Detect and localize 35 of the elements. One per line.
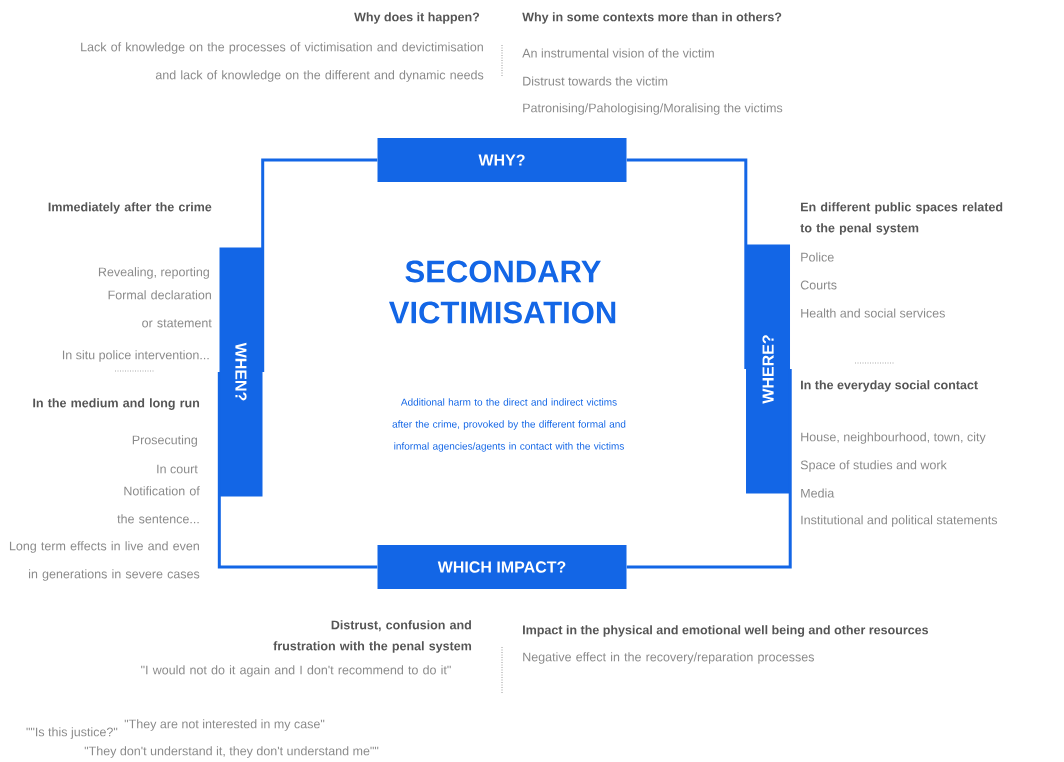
heading: Why does it happen?: [354, 12, 480, 24]
label-bar: WHEN?: [219, 247, 263, 497]
heading: Impact in the physical and emotional well being and other resources: [523, 625, 929, 637]
heading: Why in some contexts more than in others?: [522, 12, 782, 24]
label-bar: WHICH IMPACT?: [377, 545, 627, 589]
label-bar: WHERE?: [746, 244, 790, 494]
heading: Immediately after the crime: [48, 202, 212, 214]
heading: In the medium and long run: [33, 398, 200, 410]
list-item: Patronising/Pahologising/Moralising the victims: [523, 103, 783, 115]
body-text: Negative effect in the recovery/reparation processes: [523, 652, 814, 664]
body-text: Lack of knowledge on the processes of victimisation and devictimisation and lack of knowledge on the different and dynamic needs: [81, 42, 484, 82]
list-item: Long term effects in live and even in generations in severe cases: [9, 541, 200, 581]
list-item: House, neighbourhood, town, city: [801, 432, 986, 444]
list-item: Media: [801, 488, 835, 498]
quote: "They don't understand it, they don't understand me"": [84, 746, 379, 758]
list-item: Institutional and political statements: [801, 515, 998, 527]
frame-line: [261, 158, 378, 372]
heading: Distrust, confusion and frustration with the penal system: [273, 620, 471, 653]
description: Additional harm to the direct and indirect victims after the crime, provoked by the different formal and informal agencies/agents in contact with the victims: [392, 398, 626, 452]
frame-line: [626, 369, 792, 569]
heading: In the everyday social contact: [801, 380, 978, 392]
heading: En different public spaces related to the penal system: [800, 202, 1003, 235]
quote: "They are not interested in my case": [124, 719, 325, 731]
frame-line: [626, 158, 748, 369]
list-item: Notification of the sentence...: [117, 486, 200, 524]
list-item: An instrumental vision of the victim: [522, 48, 714, 58]
list-item: Prosecuting: [132, 435, 197, 447]
list-item: Space of studies and work: [800, 460, 947, 472]
list-item: Distrust towards the victim: [523, 76, 668, 86]
quote: ""Is this justice?": [26, 727, 118, 739]
title: SECONDARY VICTIMISATION: [389, 260, 616, 324]
label-bar: WHY?: [377, 138, 627, 182]
quote: "I would not do it again and I don't recommend to do it": [141, 665, 451, 677]
frame-line: [217, 372, 378, 569]
list-item: In court: [157, 464, 198, 474]
